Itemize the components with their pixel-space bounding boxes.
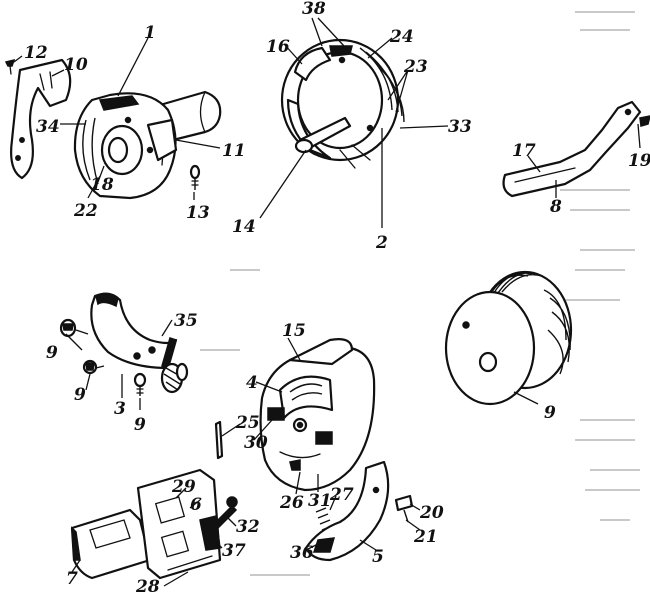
label-19: 19 [628,151,650,171]
label-36: 36 [290,543,314,563]
label-38: 38 [302,0,326,19]
label-20: 20 [419,503,444,523]
background-bleed-through [200,11,640,576]
label-15: 15 [282,321,306,341]
screw-13 [189,164,201,190]
label-23: 23 [403,57,428,77]
label-12: 12 [24,43,48,63]
latch-plate-7 [70,508,152,580]
part-labels: 1 2 3 4 5 6 7 8 9 9 9 9 10 11 12 13 14 1… [24,0,650,594]
label-18: 18 [90,175,114,195]
label-11: 11 [222,141,246,161]
bobbin-case-base [280,38,405,169]
label-17: 17 [512,141,536,161]
label-4: 4 [246,373,258,393]
label-3: 3 [114,399,126,419]
screw-9-a [59,318,89,338]
label-13: 13 [186,203,210,223]
hook-gib-10 [10,58,72,180]
label-14: 14 [232,217,256,237]
label-10: 10 [64,55,88,75]
label-7: 7 [66,569,78,589]
lever-8 [502,100,650,198]
label-24: 24 [389,27,414,47]
label-5: 5 [372,547,384,567]
label-34: 34 [36,117,60,137]
label-21: 21 [413,527,438,547]
label-6: 6 [190,495,202,515]
screw-9-b [82,359,105,375]
screw-32 [208,496,238,534]
label-25: 25 [235,413,260,433]
leader-lines [13,17,641,587]
label-26: 26 [279,493,304,513]
rotary-hook-assembly [73,90,222,200]
label-31: 31 [308,491,332,511]
label-33: 33 [448,117,472,137]
label-22: 22 [73,201,98,221]
screw-20 [394,494,414,523]
label-1: 1 [144,23,156,43]
label-9-d: 9 [544,403,556,423]
label-8: 8 [549,197,562,217]
label-9-a: 9 [46,343,58,363]
shoe-plate-3 [90,292,178,370]
label-27: 27 [329,485,354,505]
label-32: 32 [236,517,260,537]
bobbin-9 [444,270,573,406]
label-9-c: 9 [134,415,146,435]
pin-25 [214,420,224,460]
tension-spring-5 [304,460,390,562]
label-30: 30 [244,433,268,453]
label-16: 16 [266,37,290,57]
screw-9-c [133,372,147,396]
pin-roller [160,362,189,394]
label-37: 37 [222,541,246,561]
label-9-b: 9 [74,385,86,405]
spring-27 [315,507,333,531]
label-35: 35 [174,311,198,331]
label-28: 28 [135,577,160,594]
bobbin-case-4 [259,338,376,492]
label-29: 29 [171,477,196,497]
label-2: 2 [375,233,388,253]
screw-12 [4,58,16,75]
